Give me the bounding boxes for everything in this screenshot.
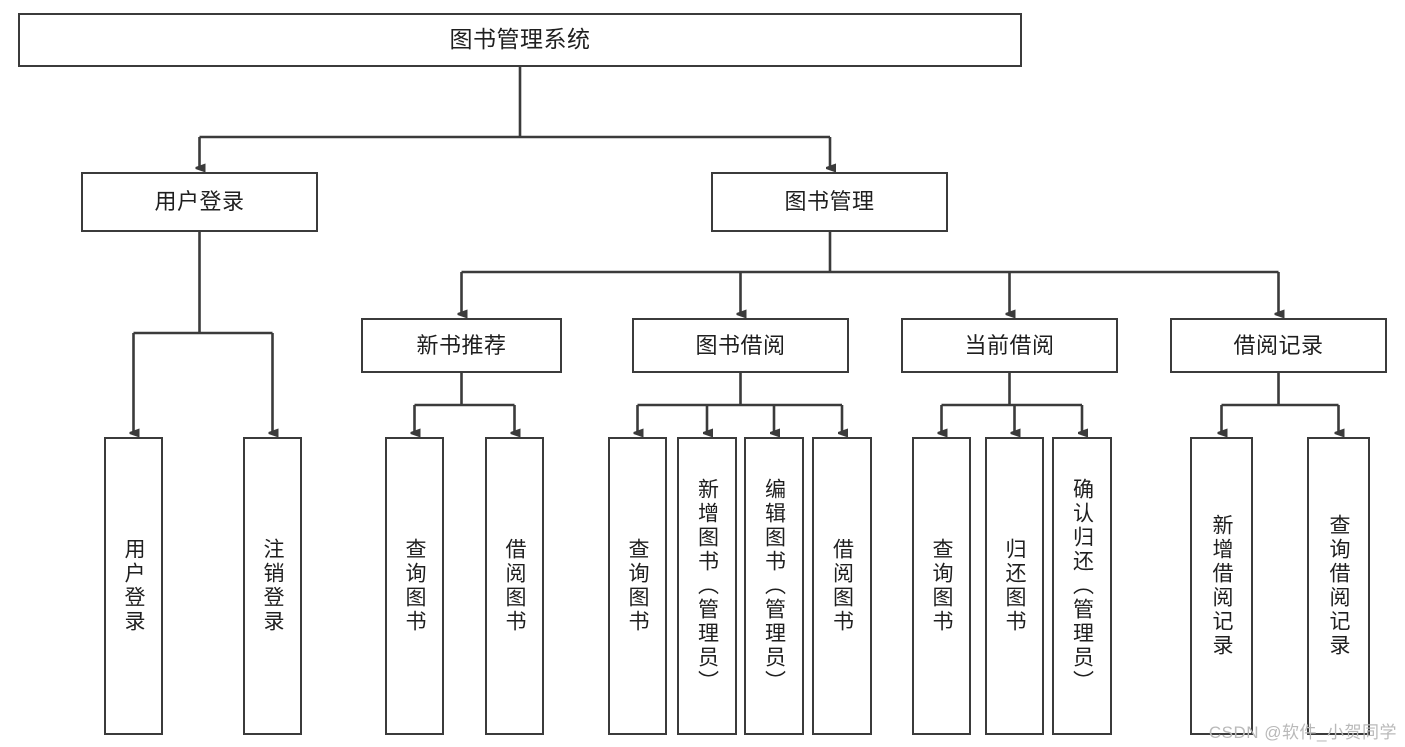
node-user-login[interactable]: 用户登录	[81, 172, 318, 232]
node-leaf-query-book-1[interactable]: 查询图书	[385, 437, 444, 735]
node-label: 确认归还（管理员）	[1070, 478, 1094, 694]
node-leaf-add-record[interactable]: 新增借阅记录	[1190, 437, 1253, 735]
csdn-watermark: CSDN @软件_小贺同学	[1208, 723, 1397, 742]
node-leaf-user-login[interactable]: 用户登录	[104, 437, 163, 735]
node-book-borrow[interactable]: 图书借阅	[632, 318, 849, 373]
node-label: 借阅图书	[503, 538, 526, 634]
node-label: 查询图书	[403, 538, 426, 634]
node-label: 新增借阅记录	[1210, 514, 1233, 658]
node-leaf-query-book-2[interactable]: 查询图书	[608, 437, 667, 735]
node-current-borrow[interactable]: 当前借阅	[901, 318, 1118, 373]
node-new-book-recommend[interactable]: 新书推荐	[361, 318, 562, 373]
node-book-management[interactable]: 图书管理	[711, 172, 948, 232]
node-label: 编辑图书（管理员）	[762, 478, 786, 694]
node-label: 借阅记录	[1233, 332, 1324, 358]
node-leaf-borrow-book-1[interactable]: 借阅图书	[485, 437, 544, 735]
node-label: 归还图书	[1003, 538, 1026, 634]
node-label: 查询借阅记录	[1327, 514, 1350, 658]
node-borrow-record[interactable]: 借阅记录	[1170, 318, 1387, 373]
node-leaf-logout[interactable]: 注销登录	[243, 437, 302, 735]
node-label: 图书管理	[784, 189, 875, 215]
node-label: 图书管理系统	[449, 26, 591, 53]
node-leaf-query-record[interactable]: 查询借阅记录	[1307, 437, 1370, 735]
node-label: 新增图书（管理员）	[695, 478, 719, 694]
node-leaf-edit-book[interactable]: 编辑图书（管理员）	[744, 437, 804, 735]
node-label: 用户登录	[122, 538, 145, 634]
node-label: 借阅图书	[830, 538, 854, 634]
node-leaf-confirm-return[interactable]: 确认归还（管理员）	[1052, 437, 1112, 735]
node-label: 图书借阅	[695, 332, 786, 358]
node-label: 用户登录	[154, 189, 245, 215]
node-label: 查询图书	[930, 538, 953, 634]
node-leaf-return-book[interactable]: 归还图书	[985, 437, 1044, 735]
node-label: 查询图书	[626, 538, 649, 634]
node-label: 当前借阅	[964, 332, 1055, 358]
node-label: 新书推荐	[416, 332, 507, 358]
node-leaf-add-book[interactable]: 新增图书（管理员）	[677, 437, 737, 735]
node-leaf-borrow-book-2[interactable]: 借阅图书	[812, 437, 872, 735]
node-root-system[interactable]: 图书管理系统	[18, 13, 1022, 67]
node-label: 注销登录	[261, 538, 284, 634]
node-leaf-query-book-3[interactable]: 查询图书	[912, 437, 971, 735]
